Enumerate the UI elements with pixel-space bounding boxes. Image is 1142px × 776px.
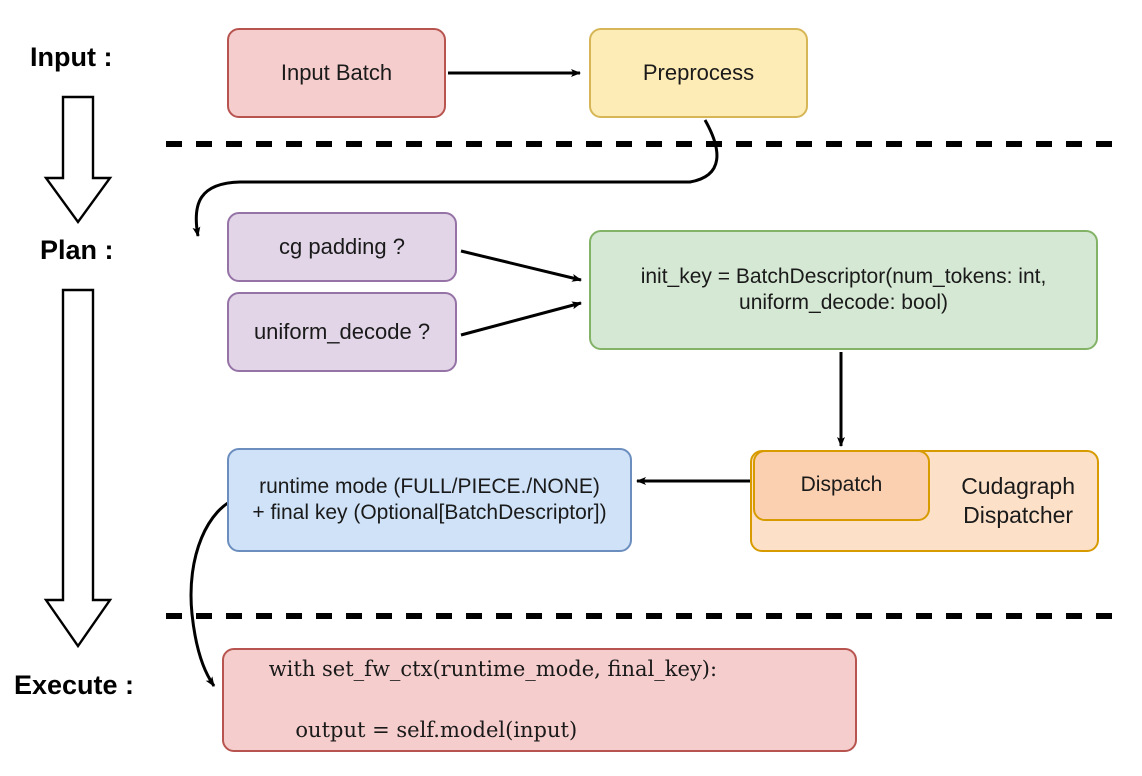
node-preprocess[interactable]: Preprocess xyxy=(589,28,808,118)
stage-label-plan: Plan : xyxy=(40,235,114,265)
node-cudagraph-dispatcher-line1: Cudagraph xyxy=(961,473,1075,500)
edge-runtime-mode-to-execute-code xyxy=(189,496,239,687)
node-cudagraph-dispatcher-line2: Dispatcher xyxy=(963,502,1074,528)
node-uniform-decode-label: uniform_decode ? xyxy=(253,319,431,345)
node-init-key[interactable]: init_key = BatchDescriptor(num_tokens: i… xyxy=(589,230,1098,350)
node-runtime-mode[interactable]: runtime mode (FULL/PIECE./NONE) + final … xyxy=(227,448,632,552)
edge-preprocess-to-cg-padding xyxy=(192,119,719,237)
node-init-key-line1: init_key = BatchDescriptor(num_tokens: i… xyxy=(640,264,1047,288)
input-to-plan-arrow xyxy=(43,95,113,225)
node-input-batch-label: Input Batch xyxy=(280,60,393,86)
node-runtime-mode-label: runtime mode (FULL/PIECE./NONE) + final … xyxy=(239,474,620,527)
node-uniform-decode[interactable]: uniform_decode ? xyxy=(227,292,457,372)
node-cg-padding-label: cg padding ? xyxy=(279,234,405,260)
node-execute-code-line2: output = self.model(input) xyxy=(268,718,578,743)
edge-uniform-decode-to-init-key xyxy=(460,301,582,337)
node-execute-code-label: with set_fw_ctx(runtime_mode, final_key)… xyxy=(242,624,845,776)
node-runtime-mode-line2: + final key (Optional[BatchDescriptor]) xyxy=(252,501,607,524)
stage-label-input: Input : xyxy=(30,42,113,72)
node-execute-code-line1: with set_fw_ctx(runtime_mode, final_key)… xyxy=(268,657,718,682)
stage-label-execute: Execute : xyxy=(14,670,135,700)
node-dispatch-label: Dispatch xyxy=(800,473,883,497)
plan-to-execute-arrow xyxy=(43,288,113,649)
node-cg-padding[interactable]: cg padding ? xyxy=(227,212,457,282)
node-cudagraph-dispatcher-label: Cudagraph Dispatcher xyxy=(961,472,1075,530)
node-runtime-mode-line1: runtime mode (FULL/PIECE./NONE) xyxy=(259,474,600,498)
node-execute-code[interactable]: with set_fw_ctx(runtime_mode, final_key)… xyxy=(222,648,857,752)
node-input-batch[interactable]: Input Batch xyxy=(227,28,446,118)
edge-cg-padding-to-init-key xyxy=(460,249,582,282)
node-init-key-label: init_key = BatchDescriptor(num_tokens: i… xyxy=(601,264,1086,317)
node-init-key-line2: uniform_decode: bool) xyxy=(739,291,948,314)
node-preprocess-label: Preprocess xyxy=(642,60,755,86)
node-dispatch[interactable]: Dispatch xyxy=(753,450,930,521)
